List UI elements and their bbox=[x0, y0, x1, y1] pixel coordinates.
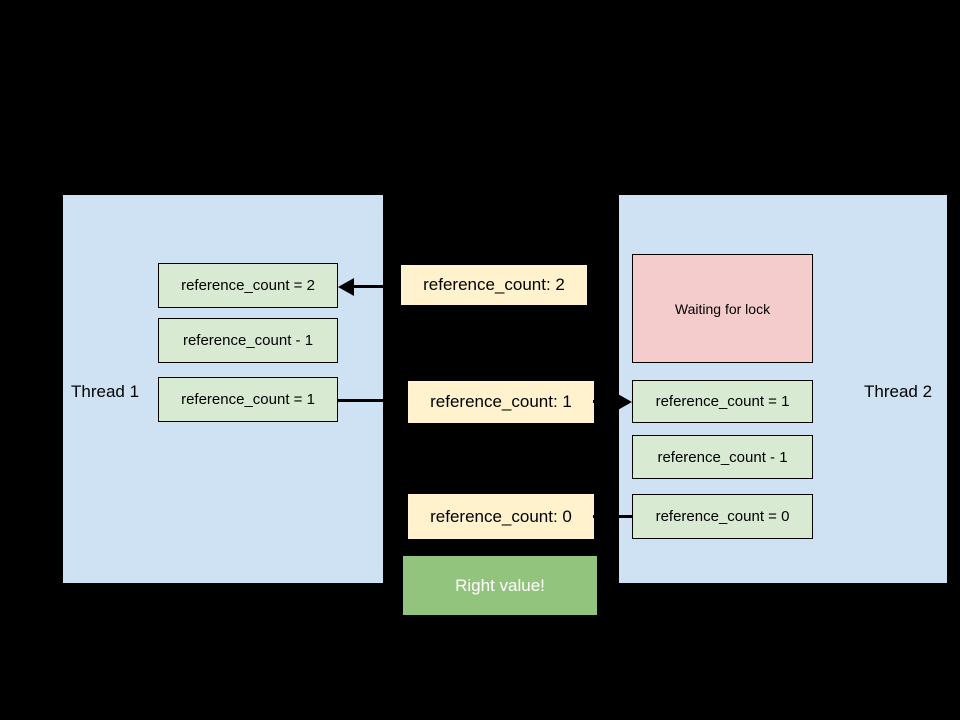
arrow-left-icon bbox=[338, 278, 354, 296]
thread1-step-ref-count-2: reference_count = 2 bbox=[158, 263, 338, 308]
shared-value-ref-count-1: reference_count: 1 bbox=[408, 381, 594, 423]
connector-shared2-to-thread1-line bbox=[352, 285, 401, 288]
thread1-step-decrement: reference_count - 1 bbox=[158, 318, 338, 363]
connector-shared1-to-thread2-line bbox=[593, 400, 618, 403]
thread2-waiting-for-lock-box: Waiting for lock bbox=[632, 254, 813, 363]
shared-value-ref-count-2: reference_count: 2 bbox=[401, 265, 587, 305]
right-value-result-box: Right value! bbox=[403, 556, 597, 615]
thread2-step-decrement: reference_count - 1 bbox=[632, 435, 813, 479]
connector-shared0-to-thread2-line bbox=[593, 515, 632, 518]
thread2-step-ref-count-1: reference_count = 1 bbox=[632, 380, 813, 423]
thread1-label: Thread 1 bbox=[71, 382, 140, 401]
thread2-label: Thread 2 bbox=[864, 382, 933, 401]
thread2-step-ref-count-0: reference_count = 0 bbox=[632, 494, 813, 539]
thread1-step-ref-count-1: reference_count = 1 bbox=[158, 377, 338, 422]
shared-value-ref-count-0: reference_count: 0 bbox=[408, 494, 594, 539]
connector-thread1-to-shared1-line bbox=[338, 399, 408, 402]
arrow-right-icon bbox=[616, 393, 632, 411]
